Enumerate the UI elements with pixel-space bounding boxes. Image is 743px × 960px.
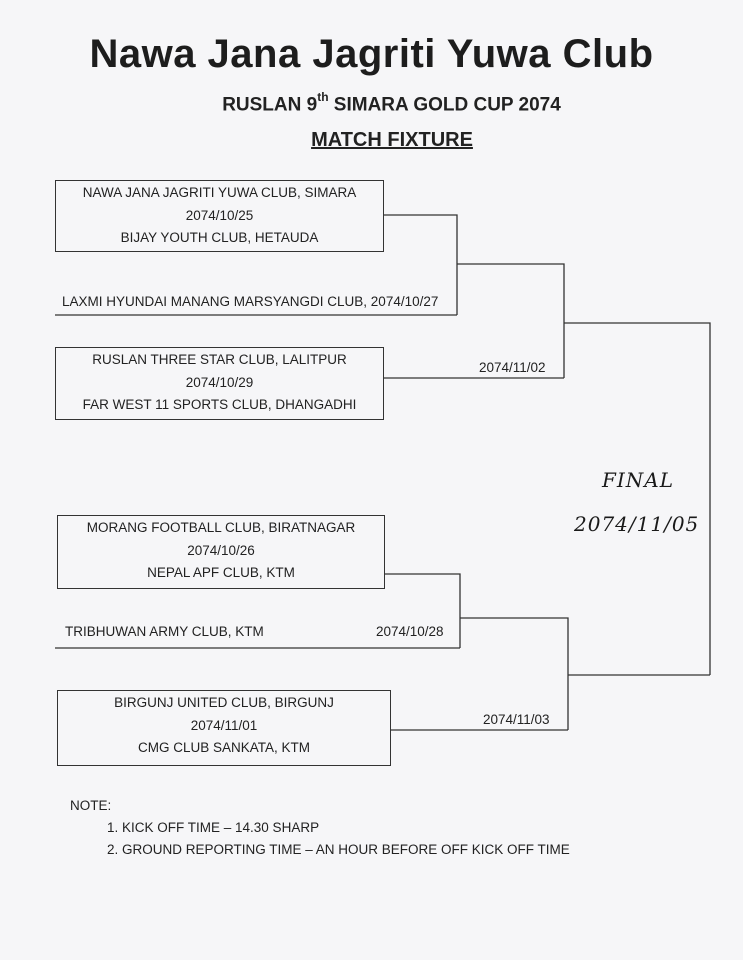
match1-team-a: NAWA JANA JAGRITI YUWA CLUB, SIMARA bbox=[82, 185, 357, 200]
note-item-2: 2. GROUND REPORTING TIME – AN HOUR BEFOR… bbox=[107, 842, 570, 857]
match3-team-a: MORANG FOOTBALL CLUB, BIRATNAGAR bbox=[86, 520, 356, 535]
notes-section: NOTE: 1. KICK OFF TIME – 14.30 SHARP 2. … bbox=[70, 795, 570, 861]
connector-match1 bbox=[383, 214, 458, 315]
match2-team-a: RUSLAN THREE STAR CLUB, LALITPUR bbox=[92, 352, 347, 367]
match4-date: 2074/11/01 bbox=[190, 717, 258, 733]
subtitle-superscript: th bbox=[317, 90, 329, 104]
match-box-4: BIRGUNJ UNITED CLUB, BIRGUNJ 2074/11/01 … bbox=[57, 690, 391, 766]
semi1-date: 2074/11/02 bbox=[479, 360, 546, 375]
connector-semi1 bbox=[564, 322, 711, 675]
subtitle-prefix: RUSLAN 9 bbox=[222, 94, 318, 116]
match2-date: 2074/10/29 bbox=[185, 374, 254, 390]
note-item-1: 1. KICK OFF TIME – 14.30 SHARP bbox=[107, 820, 320, 835]
connector-qf-bottom bbox=[460, 617, 569, 730]
bye2-team: TRIBHUWAN ARMY CLUB, KTM bbox=[65, 624, 264, 639]
notes-heading: NOTE: bbox=[70, 798, 112, 813]
bye1-label: LAXMI HYUNDAI MANANG MARSYANGDI CLUB, 20… bbox=[62, 294, 439, 309]
page-title: Nawa Jana Jagriti Yuwa Club bbox=[89, 32, 654, 76]
match4-team-a: BIRGUNJ UNITED CLUB, BIRGUNJ bbox=[114, 695, 334, 710]
match4-team-b: CMG CLUB SANKATA, KTM bbox=[137, 740, 311, 755]
connector-match3 bbox=[385, 573, 461, 648]
match-box-2: RUSLAN THREE STAR CLUB, LALITPUR 2074/10… bbox=[55, 347, 384, 420]
connector-qf-top bbox=[457, 263, 565, 378]
match-box-3: MORANG FOOTBALL CLUB, BIRATNAGAR 2074/10… bbox=[57, 515, 385, 589]
match3-date: 2074/10/26 bbox=[187, 542, 255, 558]
match2-team-b: FAR WEST 11 SPORTS CLUB, DHANGADHI bbox=[82, 397, 357, 412]
final-label: FINAL bbox=[602, 468, 675, 492]
match1-date: 2074/10/25 bbox=[185, 207, 254, 223]
fixture-heading: MATCH FIXTURE bbox=[311, 129, 473, 151]
tournament-subtitle: RUSLAN 9th SIMARA GOLD CUP 2074 bbox=[0, 90, 743, 116]
match-box-1: NAWA JANA JAGRITI YUWA CLUB, SIMARA 2074… bbox=[55, 180, 384, 252]
final-date: 2074/11/05 bbox=[574, 512, 700, 536]
semi2-date: 2074/11/03 bbox=[483, 712, 550, 727]
subtitle-suffix: SIMARA GOLD CUP 2074 bbox=[328, 94, 561, 116]
match1-team-b: BIJAY YOUTH CLUB, HETAUDA bbox=[120, 230, 319, 245]
match3-team-b: NEPAL APF CLUB, KTM bbox=[147, 565, 295, 580]
bye2-date: 2074/10/28 bbox=[376, 624, 444, 639]
